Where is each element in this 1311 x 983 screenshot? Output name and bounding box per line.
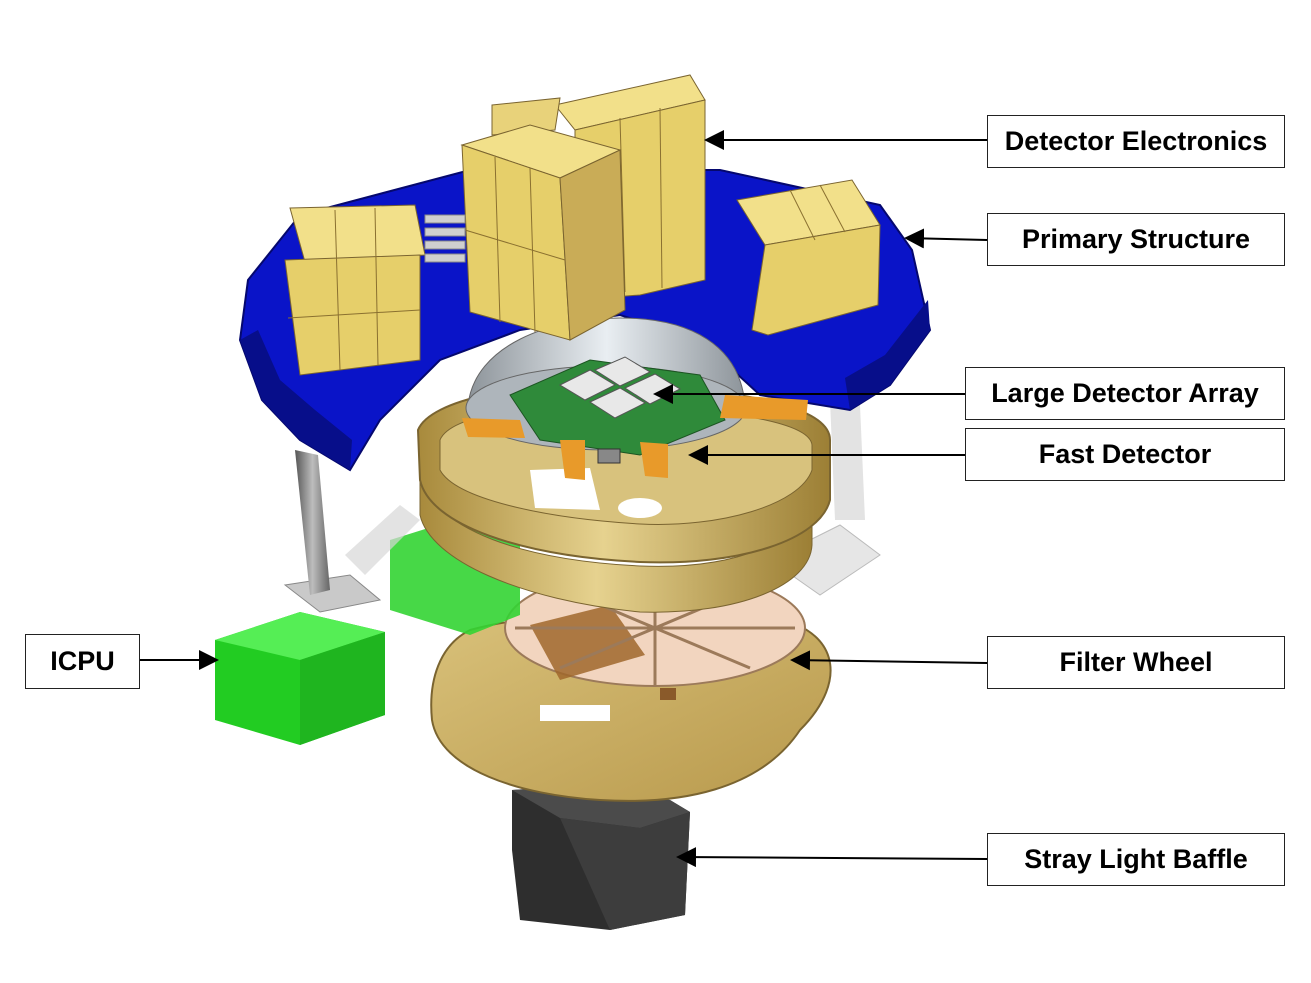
detector-board: [509, 356, 726, 464]
label-large-detector-array: Large Detector Array: [965, 367, 1285, 420]
electronics-box-right: [736, 179, 881, 336]
leader-lines: [140, 130, 988, 868]
electronics-box-left: [284, 204, 426, 376]
heat-sink: [424, 214, 466, 263]
label-fast-detector: Fast Detector: [965, 428, 1285, 481]
support-struts: [295, 400, 881, 596]
stray-light-baffle-part: [512, 785, 690, 930]
leader-stray-light-baffle: [676, 847, 988, 868]
label-primary-structure: Primary Structure: [987, 213, 1285, 266]
label-stray-light-baffle: Stray Light Baffle: [987, 833, 1285, 886]
label-filter-wheel: Filter Wheel: [987, 636, 1285, 689]
label-detector-electronics: Detector Electronics: [987, 115, 1285, 168]
icpu-part: [215, 574, 385, 745]
label-icpu: ICPU: [25, 634, 140, 689]
kapton-tabs: [462, 395, 808, 480]
leader-filter-wheel: [790, 650, 988, 671]
electronics-box-center: [460, 124, 626, 341]
leader-primary-structure: [904, 228, 988, 249]
